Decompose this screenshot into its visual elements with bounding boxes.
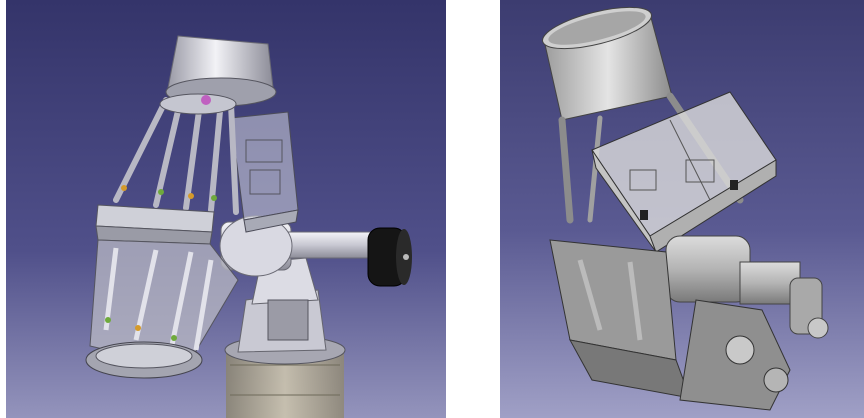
right-declination-shaft (665, 235, 829, 339)
left-telescope-render (6, 0, 446, 418)
right-instrument-box (591, 91, 777, 253)
left-counterweight (367, 227, 412, 287)
right-render-svg (500, 0, 864, 418)
left-render-svg (6, 0, 446, 418)
left-mount-base (237, 257, 327, 353)
right-fork-base (679, 299, 791, 411)
right-top-cylinder (542, 6, 673, 121)
left-upper-truss (113, 93, 239, 215)
left-top-ring (159, 35, 277, 115)
left-electronics-box (230, 111, 299, 233)
left-declination-shaft (219, 215, 379, 277)
left-lower-tube (85, 239, 239, 379)
left-center-section (95, 204, 215, 245)
right-telescope-render (500, 0, 864, 418)
